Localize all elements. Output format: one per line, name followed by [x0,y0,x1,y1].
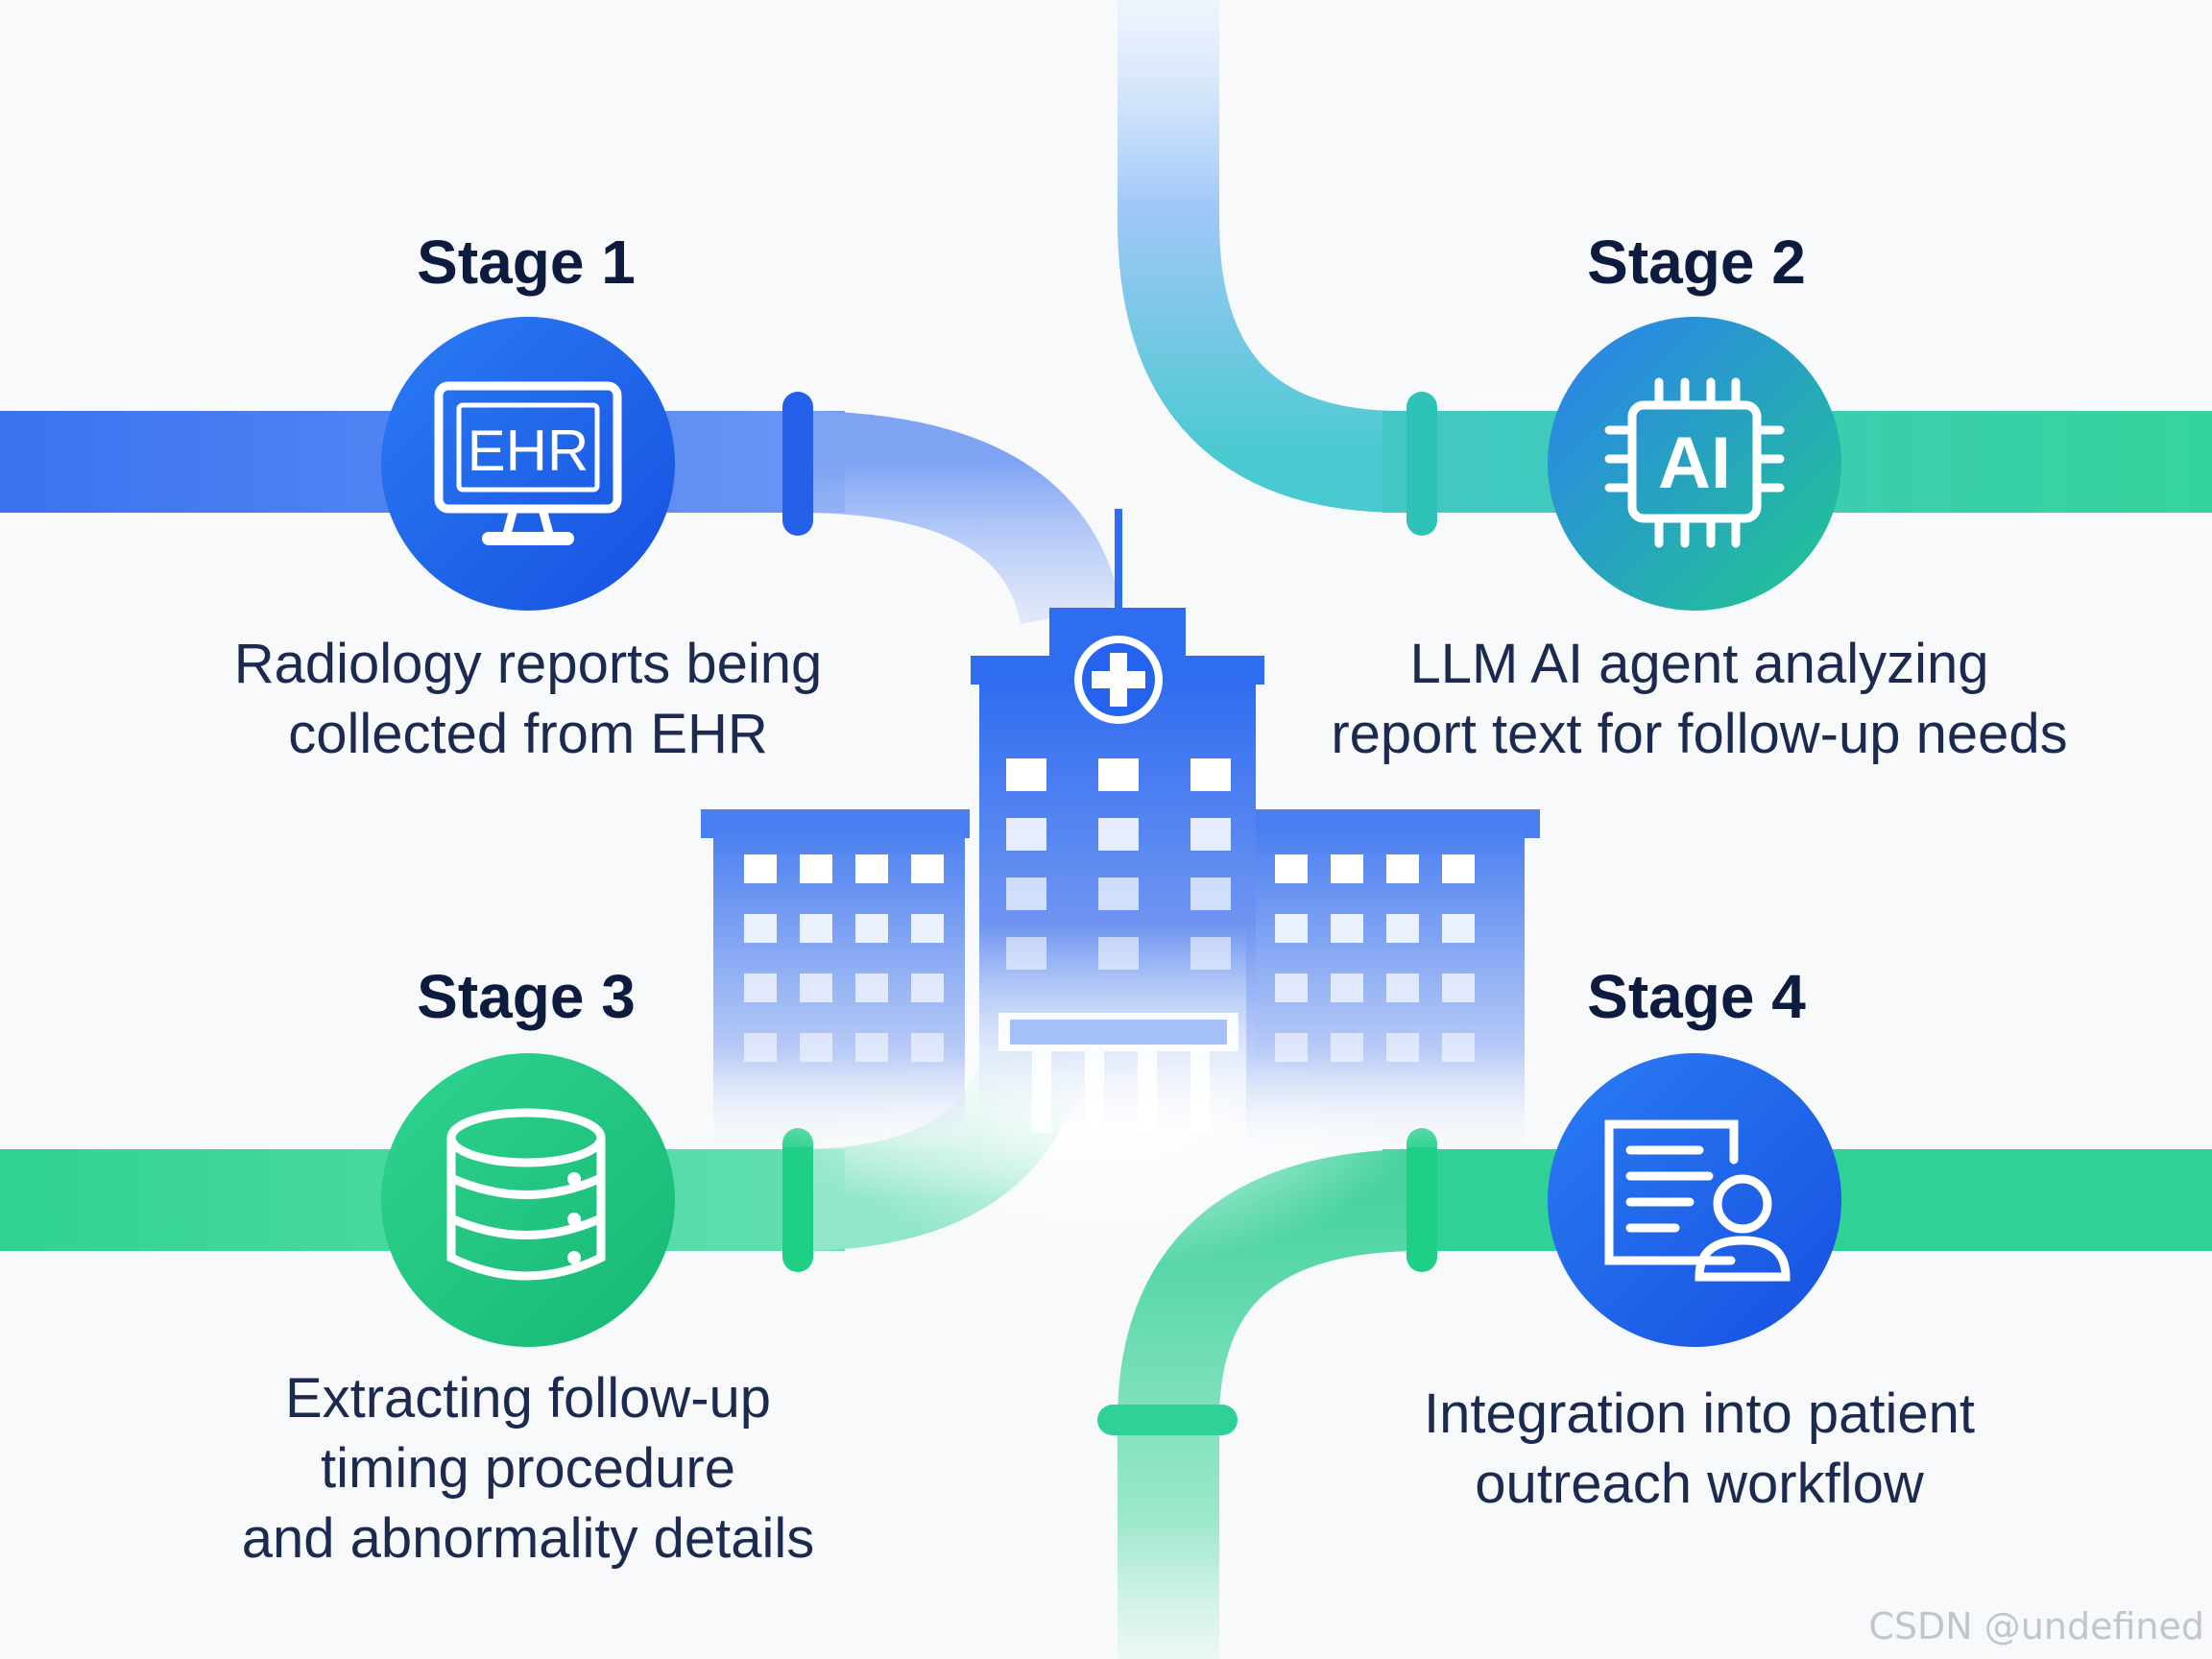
hospital-window [911,914,944,943]
hospital-window [1190,758,1231,791]
hospital-window [855,914,888,943]
hospital-window [1275,1033,1308,1062]
stage-3-labels: Stage 3 [417,962,636,1031]
ai-chip-icon [1604,377,1785,548]
stage-1-icon: EHR [381,317,675,611]
hospital-window [1331,854,1363,883]
hospital-window [1006,937,1046,970]
stage-4-description: Integration into patient outreach workfl… [1424,1382,1975,1515]
stage-3-title: Stage 3 [417,962,636,1031]
hospital-window [1190,818,1231,851]
hospital-window [911,854,944,883]
stage-4-labels: Stage 4 [1587,962,1806,1031]
hospital-window [1098,758,1139,791]
pipe-joint [1407,392,1437,536]
hospital-window [800,1033,832,1062]
hospital-window [800,974,832,1002]
ehr-icon-label: EHR [468,419,589,483]
stage-2-labels: Stage 2 [1587,228,1806,297]
watermark: CSDN @undefined [1868,1605,2204,1647]
hospital-window [1331,974,1363,1002]
hospital-window [1275,854,1308,883]
hospital-window [744,974,777,1002]
stage-4-icon [1548,1053,1841,1347]
hospital-window [1386,1033,1419,1062]
hospital-window [1006,878,1046,910]
hospital-window [911,1033,944,1062]
stage-4-title: Stage 4 [1587,962,1806,1031]
pipe-stage-1-bend [796,411,1121,626]
hospital-window [855,854,888,883]
ai-icon-label: AI [1658,422,1731,504]
pipe-stage-2-bend [1118,0,2212,513]
hospital-window [1098,818,1139,851]
hospital-window [1275,914,1308,943]
patient-document-icon [1604,1119,1791,1282]
stage-2-title: Stage 2 [1587,228,1806,297]
stage-2-icon: AI [1548,317,1841,611]
hospital-window [1006,758,1046,791]
ehr-monitor-icon: EHR [434,381,622,545]
hospital-window [744,854,777,883]
hospital-window [1442,914,1475,943]
hospital-window [1006,818,1046,851]
hospital-window [1442,1033,1475,1062]
hospital-window [1386,854,1419,883]
database-icon [446,1108,606,1281]
hospital-window [800,914,832,943]
hospital-window [1098,937,1139,970]
hospital-window [855,974,888,1002]
pipe-joint [782,392,813,536]
pipe-joint [1097,1405,1238,1435]
hospital-window [1331,1033,1363,1062]
hospital-window [1190,878,1231,910]
stage-3-description: Extracting follow-up timing procedure an… [241,1367,815,1570]
hospital-window [744,914,777,943]
hospital-window [1386,914,1419,943]
hospital-window [1098,878,1139,910]
hospital-window [1442,974,1475,1002]
hospital-window [1275,974,1308,1002]
stage-1-description: Radiology reports being collected from E… [233,633,823,765]
hospital-window [1331,914,1363,943]
pipe-joint [782,1128,813,1272]
stage-1-title: Stage 1 [417,228,636,297]
hospital-window [1442,854,1475,883]
hospital-window [911,974,944,1002]
hospital-window [1386,974,1419,1002]
hospital-building-icon [701,509,1540,1267]
hospital-window [744,1033,777,1062]
hospital-window [1190,937,1231,970]
stage-3-icon [381,1053,675,1347]
stage-1-labels: Stage 1 [417,228,636,297]
hospital-window [855,1033,888,1062]
pipe-joint [1407,1128,1437,1272]
stage-2-description: LLM AI agent analyzing report text for f… [1331,633,2068,765]
hospital-window [800,854,832,883]
